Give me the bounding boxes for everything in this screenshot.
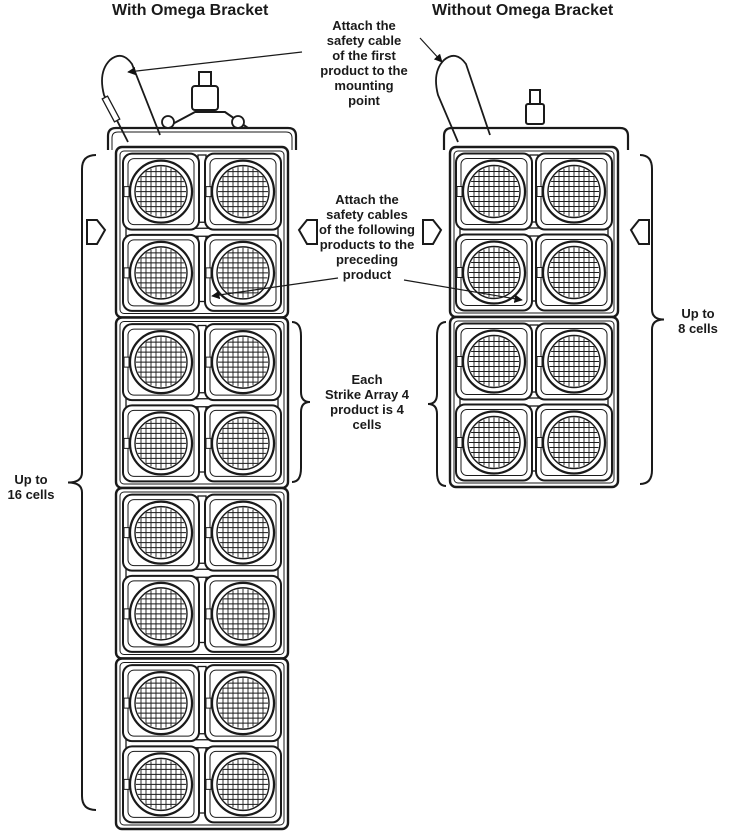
leader-arrow (403, 279, 523, 303)
led-cell (204, 664, 282, 743)
brace (291, 321, 311, 483)
led-cell (535, 152, 613, 231)
brace (427, 321, 447, 487)
callout-up-to-8: Up to 8 cells (678, 306, 718, 336)
quarter-turn-fastener (161, 115, 175, 129)
led-cell (204, 152, 282, 231)
led-cell (122, 152, 200, 231)
led-cell (122, 745, 200, 824)
led-cell (204, 404, 282, 483)
leader-arrow (127, 51, 303, 76)
callout-first-product: Attach the safety cable of the first pro… (320, 18, 408, 108)
led-cell (122, 574, 200, 653)
side-handle (422, 219, 443, 245)
quarter-turn-fastener (231, 115, 245, 129)
clamp-body (525, 103, 545, 125)
heading-with-bracket: With Omega Bracket (112, 2, 269, 19)
led-cell (535, 322, 613, 401)
led-cell (122, 323, 200, 402)
led-cell (204, 574, 282, 653)
without-bracket-stack (448, 145, 620, 489)
led-cell (122, 404, 200, 483)
led-cell (455, 233, 533, 312)
brace (639, 154, 665, 485)
side-handle (297, 219, 318, 245)
brace (67, 154, 97, 811)
strike-array-4-product (114, 145, 290, 319)
led-cell (122, 233, 200, 312)
led-cell (455, 403, 533, 482)
led-cell (455, 152, 533, 231)
led-cell (204, 745, 282, 824)
cell-count-braces (67, 154, 665, 811)
clamp-bolt (529, 89, 541, 105)
heading-without-bracket: Without Omega Bracket (432, 2, 614, 19)
strike-array-4-product (114, 657, 290, 831)
callout-each-product: Each Strike Array 4 product is 4 cells (324, 372, 410, 432)
side-handle (629, 219, 650, 245)
led-cell (535, 233, 613, 312)
led-cell (455, 322, 533, 401)
with-bracket-stack (114, 145, 290, 831)
safety-cable (435, 54, 491, 143)
strike-array-4-product (114, 486, 290, 660)
led-cell (535, 403, 613, 482)
clamp-bolt (198, 71, 212, 87)
rigging-hardware (86, 54, 650, 245)
safety-cable (101, 54, 161, 143)
led-cell (204, 493, 282, 572)
led-cell (204, 323, 282, 402)
callout-leaders (127, 37, 523, 303)
clamp-body (191, 85, 219, 111)
cable-ferrule (101, 95, 121, 123)
side-handle (86, 219, 107, 245)
led-cell (204, 233, 282, 312)
callout-following-products: Attach the safety cables of the followin… (318, 192, 416, 282)
callout-up-to-16: Up to 16 cells (7, 472, 55, 502)
leader-arrow (211, 277, 339, 300)
led-cell (122, 493, 200, 572)
top-bracket (442, 126, 630, 150)
leader-arrow (419, 37, 443, 63)
omega-bracket (106, 126, 298, 150)
strike-array-4-product (448, 315, 620, 489)
strike-array-4-product (114, 316, 290, 490)
led-cell (122, 664, 200, 743)
